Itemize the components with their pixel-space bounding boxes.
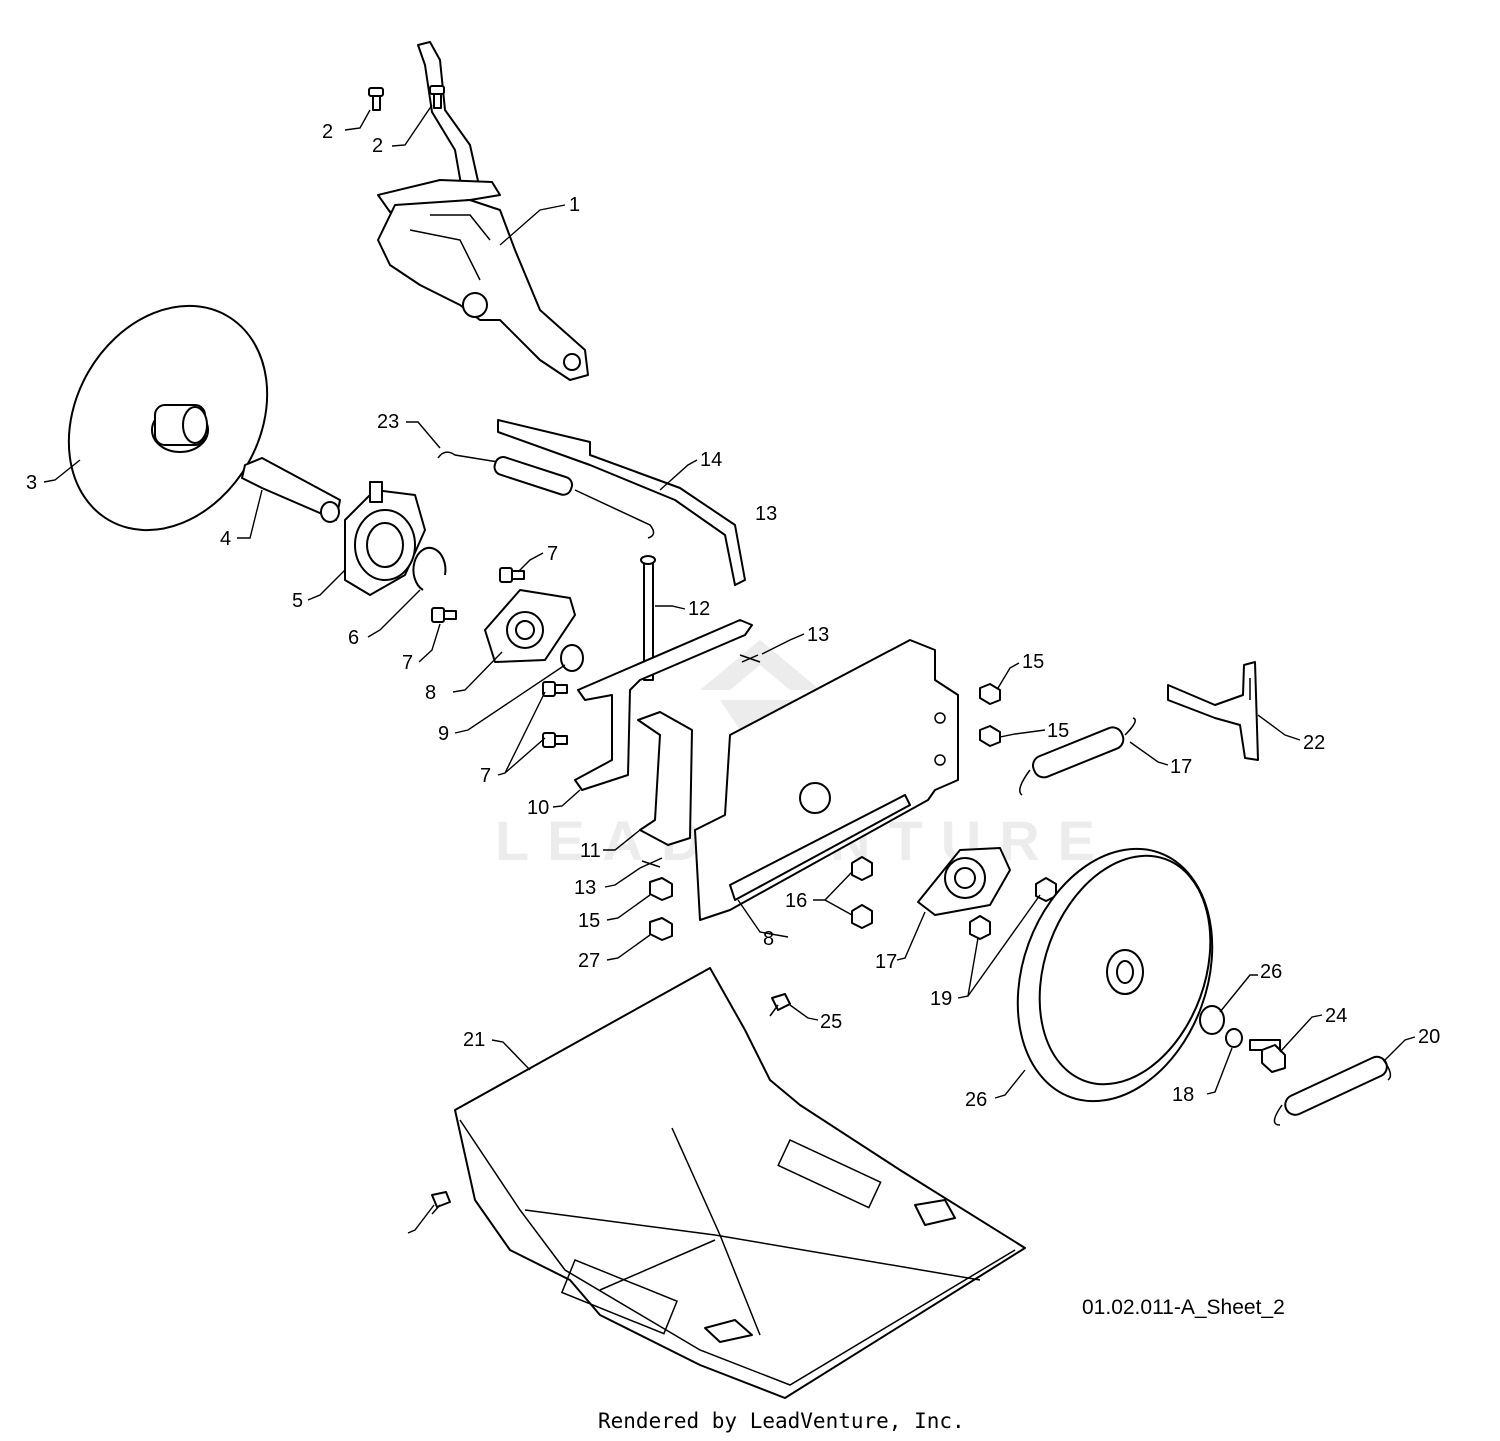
callout-label: 12 (688, 598, 710, 620)
callout-label: 15 (1047, 720, 1069, 742)
clip-part-13a (739, 654, 761, 663)
bolt-part-15d (649, 917, 673, 941)
callout-label: 8 (763, 928, 774, 950)
friction-disc (67, 304, 269, 532)
bolt-part-7b (431, 607, 457, 623)
credit-text: Rendered by LeadVenture, Inc. (598, 1409, 965, 1433)
bracket-arm (574, 619, 753, 791)
deflector-shield (454, 967, 1026, 1399)
mounting-bracket (637, 711, 693, 846)
bearing-housing (344, 481, 426, 596)
spring-part-23 (437, 451, 655, 539)
callout-label: 23 (377, 411, 399, 433)
callout-label: 2 (372, 135, 383, 157)
bolt-part-15a (979, 683, 1001, 705)
callout-label: 7 (547, 543, 558, 565)
callout-label: 4 (220, 528, 231, 550)
washer-part-19 (1199, 1005, 1225, 1035)
callout-label: 2 (322, 121, 333, 143)
callout-label: 13 (807, 624, 829, 646)
nut-part-17b (851, 904, 873, 929)
callout-label: 7 (402, 652, 413, 674)
shaft (241, 457, 341, 523)
bolt-part-7c (542, 681, 568, 697)
clip-part-13b (639, 857, 663, 869)
flange-bearing-lower (917, 847, 1011, 916)
link-rod (497, 419, 746, 586)
spring-part-22 (1019, 717, 1136, 796)
washer-part-9 (560, 644, 584, 672)
nut-part-17a (851, 856, 873, 881)
callouts: 2 2 1 3 23 14 13 4 5 7 6 12 13 7 8 9 7 1… (26, 121, 1440, 1111)
leader-lines (43, 104, 1416, 1234)
bracket-part-27 (1167, 661, 1259, 761)
callout-label: 14 (700, 449, 722, 471)
callout-label: 13 (574, 877, 596, 899)
callout-label: 15 (578, 910, 600, 932)
callout-label: 9 (438, 723, 449, 745)
callout-label: 27 (578, 950, 600, 972)
callout-label: 24 (1325, 1005, 1347, 1027)
callout-label: 17 (1170, 756, 1192, 778)
callout-label: 1 (569, 194, 580, 216)
callout-label: 21 (463, 1029, 485, 1051)
bolt-part-2a (368, 87, 384, 111)
callout-label: 6 (348, 627, 359, 649)
bolt-part-7a (499, 567, 525, 583)
callout-label: 26 (1260, 961, 1282, 983)
callout-label: 7 (480, 765, 491, 787)
callout-label: 20 (1418, 1026, 1440, 1048)
control-lever-assembly (377, 41, 589, 381)
callout-label: 19 (930, 988, 952, 1010)
bolt-part-15b (979, 725, 1001, 747)
callout-label: 26 (965, 1089, 987, 1111)
sheet-id: 01.02.011-A_Sheet_2 (1082, 1296, 1285, 1319)
callout-label: 15 (1022, 651, 1044, 673)
callout-label: 13 (755, 503, 777, 525)
screw-part-26a (769, 993, 791, 1017)
pin-part-12 (640, 555, 656, 681)
spring-part-24 (1273, 1055, 1392, 1126)
callout-label: 11 (580, 840, 601, 862)
lock-washer-part-20 (1225, 1028, 1243, 1048)
nut-part-17c (969, 915, 991, 940)
callout-label: 10 (527, 797, 549, 819)
callout-label: 5 (292, 590, 303, 612)
callout-label: 8 (425, 682, 436, 704)
retaining-ring (412, 546, 447, 591)
pulley (1016, 847, 1214, 1103)
callout-label: 18 (1172, 1084, 1194, 1106)
bolt-part-7d (542, 732, 568, 748)
callout-label: 16 (785, 890, 807, 912)
callout-label: 3 (26, 472, 37, 494)
callout-label: 25 (820, 1011, 842, 1033)
bolt-part-15c (649, 877, 673, 901)
bolt-part-21 (1249, 1039, 1286, 1073)
bolt-part-2b (429, 85, 445, 109)
main-plate (694, 639, 959, 921)
callout-label: 17 (875, 951, 897, 973)
flange-bearing-upper (484, 589, 576, 663)
callout-label: 22 (1303, 732, 1325, 754)
screw-part-26b (431, 1191, 451, 1215)
